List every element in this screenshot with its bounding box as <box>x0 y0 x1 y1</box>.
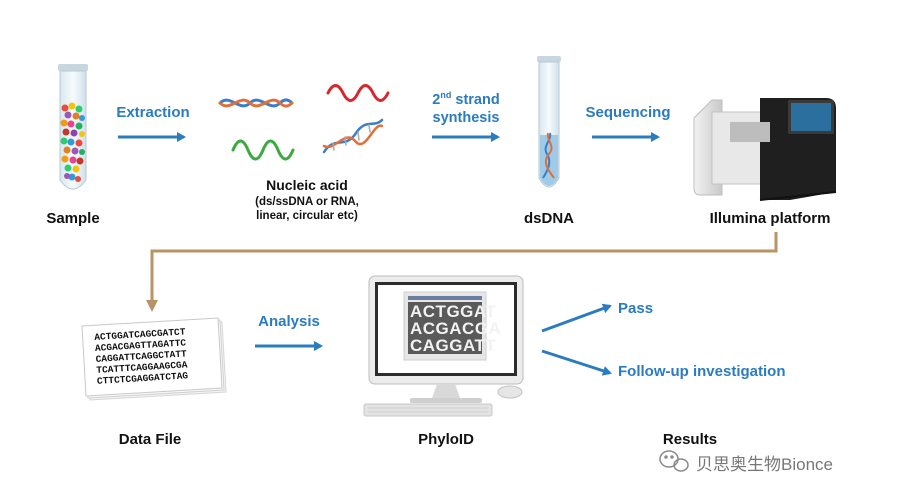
data-file-label: Data File <box>118 431 182 448</box>
data-file-icon <box>81 317 227 401</box>
computer-icon <box>363 275 524 417</box>
watermark-logo-icon <box>659 450 689 472</box>
screen-line: ACGACGA <box>410 319 502 338</box>
pass-arrow <box>541 303 612 333</box>
nucleic-acid-icon <box>218 84 390 161</box>
watermark-text: 贝思奥生物Bionce <box>696 455 833 474</box>
nucleic-acid-subtitle-line1: (ds/ssDNA or RNA, <box>255 196 359 208</box>
second-strand-suffix: nd <box>440 90 452 100</box>
followup-arrow <box>541 349 612 376</box>
dsdna-label: dsDNA <box>523 210 574 227</box>
connector-arrow <box>146 232 778 312</box>
sample-label: Sample <box>46 210 100 227</box>
extraction-label: Extraction <box>116 104 190 121</box>
screen-line: ACTGGAT <box>410 302 497 321</box>
sequencing-label: Sequencing <box>585 104 671 121</box>
nucleic-acid-subtitle-line2: linear, circular etc) <box>256 210 358 222</box>
analysis-label: Analysis <box>258 313 320 330</box>
second-strand-label: 2nd strand synthesis <box>418 86 514 127</box>
results-label: Results <box>662 431 718 448</box>
illumina-label: Illumina platform <box>709 210 831 227</box>
second-strand-word: strand <box>451 91 500 108</box>
nucleic-acid-title: Nucleic acid <box>266 177 348 193</box>
second-strand-number: 2 <box>432 91 441 108</box>
followup-label: Follow-up investigation <box>618 363 786 380</box>
phyloid-label: PhyloID <box>418 431 474 448</box>
screen-line: CAGGATT <box>410 336 497 355</box>
dsdna-tube-icon <box>537 56 561 188</box>
second-strand-line1: 2nd strand <box>418 86 514 109</box>
data-file-sequences: ACTGGATCAGCGATCT ACGACGAGTTAGATTC CAGGAT… <box>94 326 188 386</box>
second-strand-line2: synthesis <box>432 109 500 126</box>
illumina-machine-icon <box>693 98 837 201</box>
sample-tube-icon <box>58 64 88 190</box>
nucleic-acid-subtitle: (ds/ssDNA or RNA, linear, circular etc) <box>220 195 394 223</box>
pass-label: Pass <box>618 300 654 317</box>
screen-sequences: ACTGGAT ACGACGA CAGGATT <box>410 302 502 355</box>
